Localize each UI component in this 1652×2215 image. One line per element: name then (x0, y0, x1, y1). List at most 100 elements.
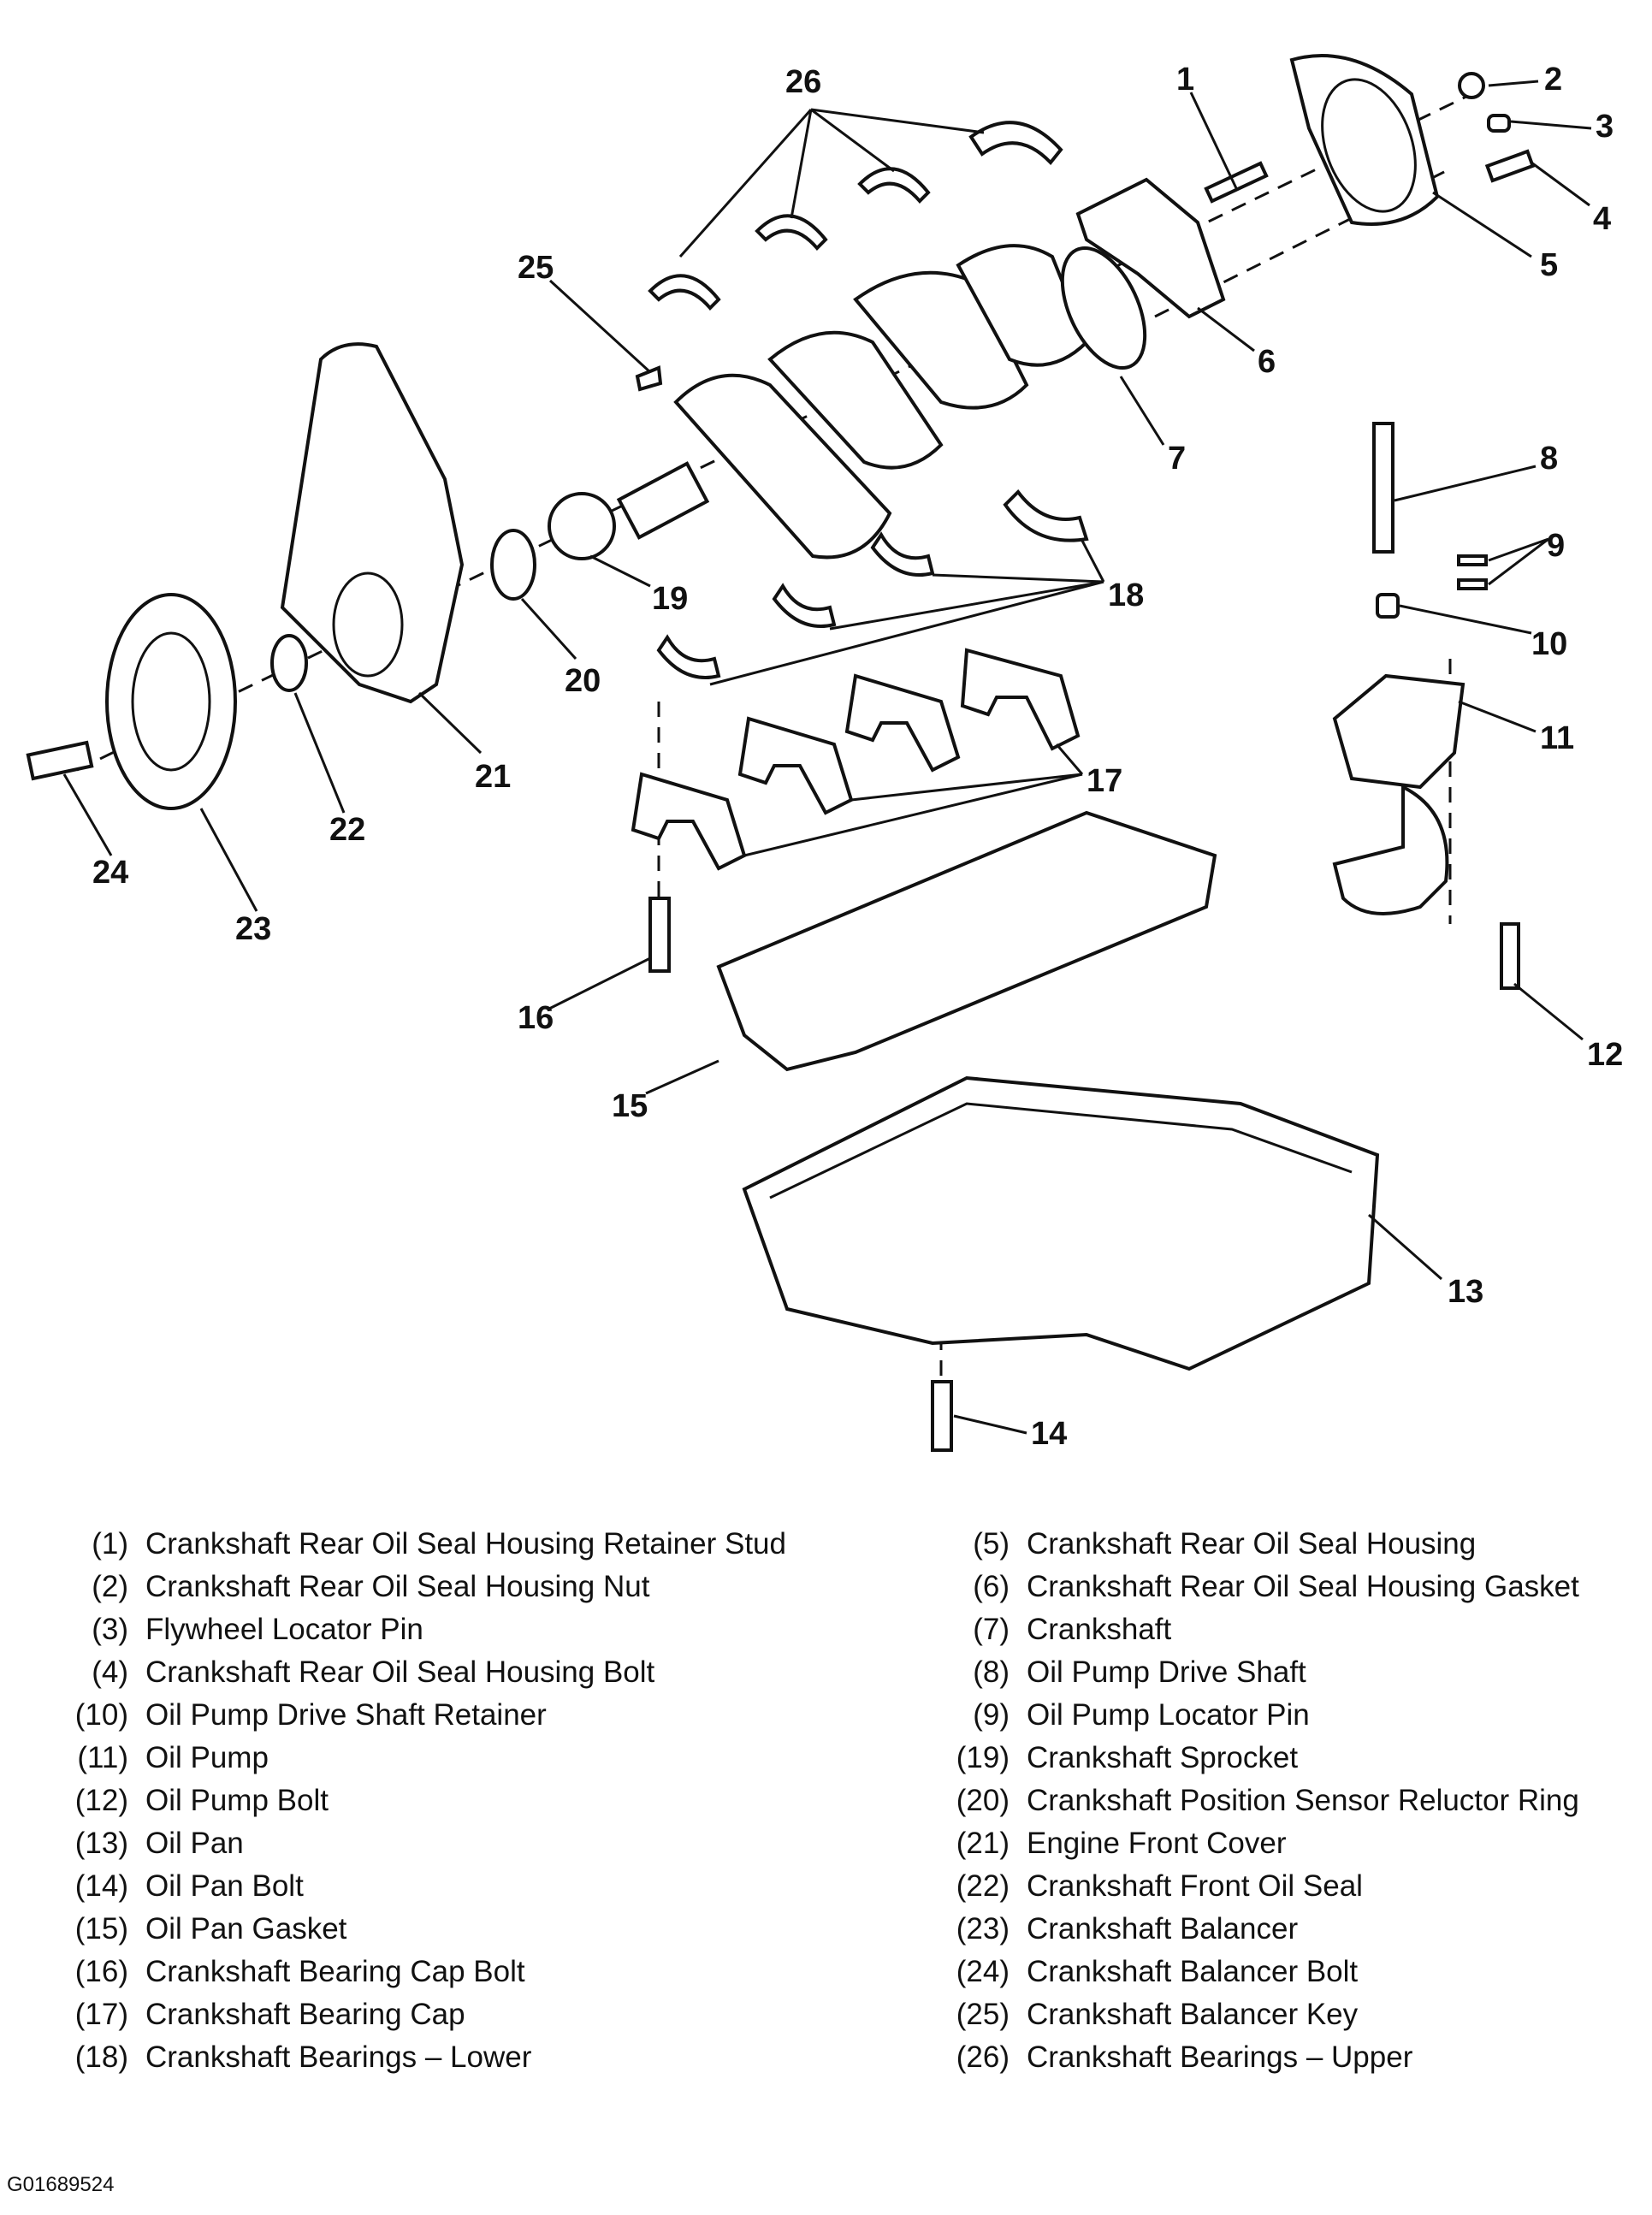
legend-number: (17) (74, 1998, 128, 2031)
callout-20: 20 (565, 663, 601, 699)
parts-legend: (1) Crankshaft Rear Oil Seal Housing Reta… (0, 1523, 1652, 2122)
legend-item: (17) Crankshaft Bearing Cap (47, 1993, 868, 2036)
callout-labels: 1 2 3 4 5 6 7 8 9 10 11 12 13 14 15 16 1… (92, 62, 1623, 1452)
legend-number: (6) (973, 1570, 1010, 1603)
oil-pump-locator-pin (1457, 554, 1488, 566)
legend-number: (18) (74, 2040, 128, 2074)
legend-label: Oil Pump Drive Shaft (1027, 1655, 1306, 1689)
balancer-bolt (26, 740, 94, 781)
callout-25: 25 (518, 250, 554, 286)
legend-item: (13)Oil Pan (47, 1822, 868, 1865)
legend-item: (10)Oil Pump Drive Shaft Retainer (47, 1694, 868, 1737)
legend-item: (15) Oil Pan Gasket (47, 1908, 868, 1951)
lower-bearing-shells (656, 489, 1089, 679)
oil-pump (1332, 673, 1465, 915)
bearing-caps (631, 648, 1081, 871)
legend-label: Crankshaft Bearings – Upper (1027, 2040, 1413, 2074)
figure-id: G01689524 (7, 2173, 115, 2196)
callout-16: 16 (518, 1000, 554, 1036)
crankshaft-sprocket (548, 492, 616, 560)
legend-item: (20)Crankshaft Position Sensor Reluctor … (928, 1780, 1647, 1822)
legend-label: Oil Pump Locator Pin (1027, 1698, 1310, 1732)
exploded-engine-diagram: 1 2 3 4 5 6 7 8 9 10 11 12 13 14 15 16 1… (26, 54, 1623, 1452)
reluctor-ring (490, 529, 536, 601)
legend-label: Crankshaft Rear Oil Seal Housing Retaine… (145, 1527, 786, 1561)
front-cover-seal-bore (332, 572, 404, 678)
legend-item: (25) Crankshaft Balancer Key (928, 1993, 1647, 2036)
legend-item: (19)Crankshaft Sprocket (928, 1737, 1647, 1780)
legend-label: Crankshaft Bearing Cap (145, 1998, 465, 2031)
callout-6: 6 (1258, 344, 1276, 380)
upper-bearing-shells (648, 121, 1063, 311)
legend-number: (16) (74, 1955, 128, 1988)
legend-label: Flywheel Locator Pin (145, 1613, 423, 1646)
legend-label: Engine Front Cover (1027, 1827, 1287, 1860)
rear-housing-fasteners (1204, 72, 1536, 204)
callout-14: 14 (1031, 1416, 1067, 1452)
legend-number: (25) (956, 1998, 1010, 2031)
legend-number: (22) (956, 1869, 1010, 1903)
legend-item: (11)Oil Pump (47, 1737, 868, 1780)
legend-item: (5)Crankshaft Rear Oil Seal Housing (928, 1523, 1647, 1566)
legend-label: Crankshaft Rear Oil Seal Housing Bolt (145, 1655, 655, 1689)
callout-3: 3 (1596, 109, 1614, 145)
legend-number: (9) (973, 1698, 1010, 1732)
legend-number: (3) (92, 1613, 128, 1646)
legend-item: (23)Crankshaft Balancer (928, 1908, 1647, 1951)
legend-label: Oil Pan Gasket (145, 1912, 347, 1946)
legend-number: (4) (92, 1655, 128, 1689)
legend-number: (14) (74, 1869, 128, 1903)
legend-label: Crankshaft Rear Oil Seal Housing (1027, 1527, 1477, 1561)
legend-label: Crankshaft Balancer Bolt (1027, 1955, 1359, 1988)
bearing-cap-bolt (648, 897, 671, 973)
callout-19: 19 (652, 581, 688, 617)
legend-item: (7) Crankshaft (928, 1608, 1647, 1651)
legend-item: (21) Engine Front Cover (928, 1822, 1647, 1865)
oil-pump-bolt (1500, 922, 1520, 990)
legend-item: (4) Crankshaft Rear Oil Seal Housing Bolt (47, 1651, 868, 1694)
legend-number: (2) (92, 1570, 128, 1603)
oil-pan-gasket (716, 810, 1217, 1072)
legend-number: (8) (973, 1655, 1010, 1689)
legend-label: Crankshaft Rear Oil Seal Housing Gasket (1027, 1570, 1579, 1603)
callout-11: 11 (1540, 720, 1574, 756)
drive-shaft-retainer (1376, 593, 1400, 619)
legend-label: Oil Pan Bolt (145, 1869, 304, 1903)
legend-label: Oil Pump Bolt (145, 1784, 329, 1817)
legend-number: (21) (956, 1827, 1010, 1860)
crankshaft-balancer (105, 593, 237, 810)
legend-item: (24) Crankshaft Balancer Bolt (928, 1951, 1647, 1993)
callout-4: 4 (1593, 201, 1611, 237)
legend-number: (10) (74, 1698, 128, 1732)
legend-number: (1) (92, 1527, 128, 1561)
legend-item: (26) Crankshaft Bearings – Upper (928, 2036, 1647, 2079)
callout-5: 5 (1540, 247, 1558, 283)
legend-item: (14) Oil Pan Bolt (47, 1865, 868, 1908)
rear-seal-gasket (1075, 177, 1226, 319)
legend-label: Crankshaft Bearing Cap Bolt (145, 1955, 525, 1988)
callout-26: 26 (785, 64, 821, 100)
callout-8: 8 (1540, 441, 1558, 477)
callout-22: 22 (329, 812, 365, 848)
legend-number: (11) (77, 1741, 128, 1774)
legend-column-left: (1) Crankshaft Rear Oil Seal Housing Reta… (47, 1523, 868, 2079)
legend-number: (20) (956, 1784, 1010, 1817)
legend-label: Crankshaft (1027, 1613, 1172, 1646)
callout-2: 2 (1544, 62, 1562, 98)
callout-24: 24 (92, 855, 128, 891)
callout-10: 10 (1531, 626, 1567, 662)
front-oil-seal (270, 634, 308, 692)
legend-number: (24) (956, 1955, 1010, 1988)
rear-oil-seal-housing (1289, 54, 1440, 226)
legend-number: (15) (74, 1912, 128, 1946)
legend-label: Crankshaft Balancer Key (1027, 1998, 1359, 2031)
legend-number: (12) (74, 1784, 128, 1817)
legend-number: (26) (956, 2040, 1010, 2074)
legend-item: (12) Oil Pump Bolt (47, 1780, 868, 1822)
legend-label: Crankshaft Bearings – Lower (145, 2040, 532, 2074)
balancer-key (635, 365, 663, 392)
legend-number: (7) (973, 1613, 1010, 1646)
legend-item: (8) Oil Pump Drive Shaft (928, 1651, 1647, 1694)
callout-12: 12 (1587, 1037, 1623, 1073)
legend-label: Crankshaft Rear Oil Seal Housing Nut (145, 1570, 650, 1603)
